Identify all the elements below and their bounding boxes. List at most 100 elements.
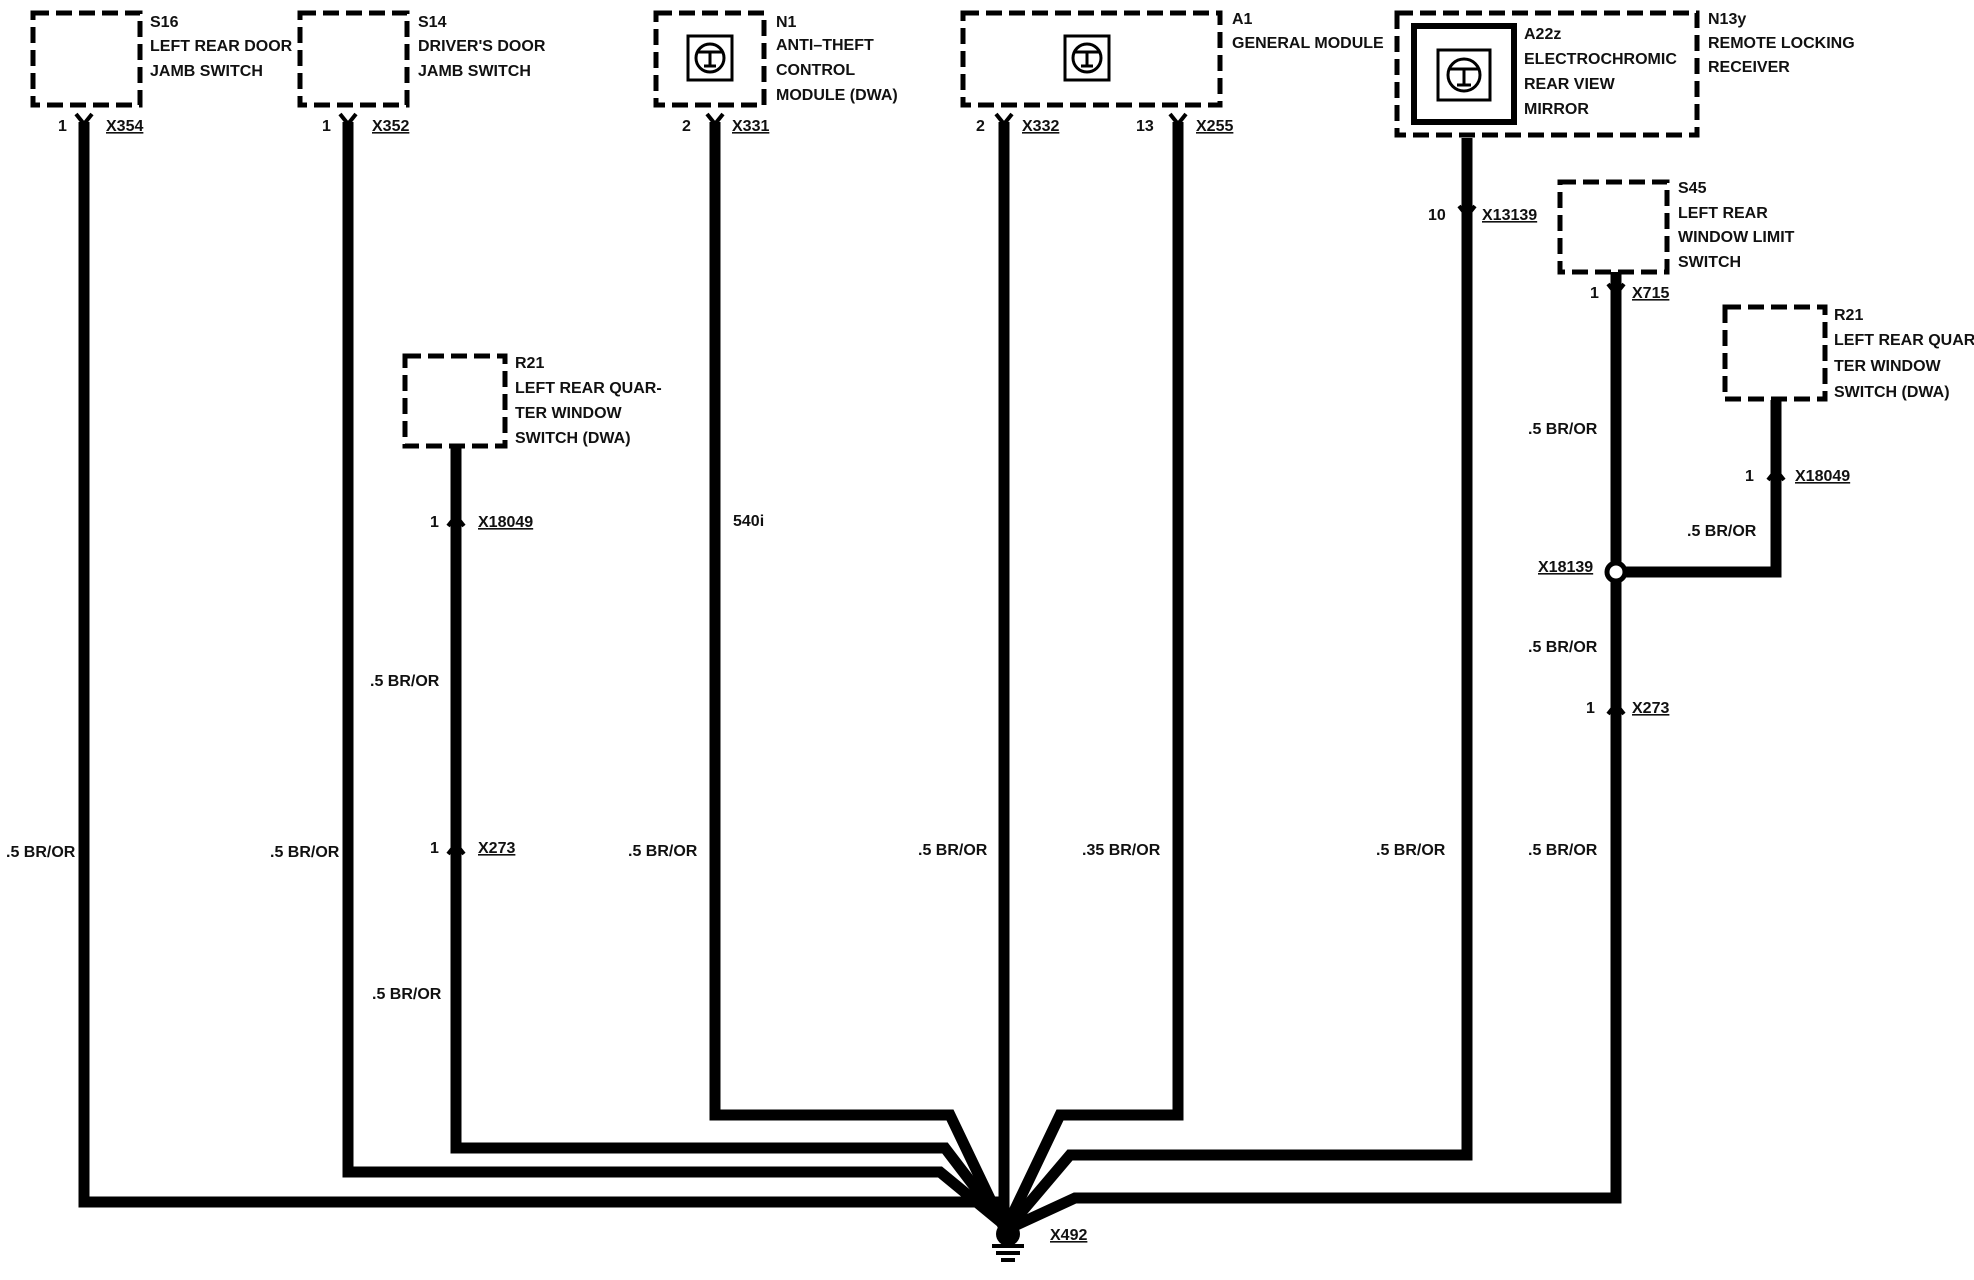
chevron-r21a-x273	[446, 840, 466, 856]
wire-labels: .5 BR/OR .5 BR/OR .5 BR/OR .5 BR/OR 540i…	[6, 421, 1757, 1003]
pin-r21a-top: 1	[430, 514, 439, 531]
conn-s45-x273: X273	[1632, 700, 1669, 717]
wire-label-r21b: .5 BR/OR	[1687, 523, 1757, 540]
wire-label-r21a-mid: .5 BR/OR	[370, 673, 440, 690]
conn-s16: X354	[106, 118, 143, 135]
label-n1-line3: MODULE (DWA)	[776, 87, 898, 104]
label-r21-right-id: R21	[1834, 307, 1863, 324]
chevron-a22	[1457, 204, 1477, 220]
label-s16-id: S16	[150, 14, 179, 31]
label-r21-left-id: R21	[515, 355, 544, 372]
wire-label-n1-note: 540i	[733, 513, 764, 530]
wire-label-s45-low: .5 BR/OR	[1528, 842, 1598, 859]
box-s45	[1557, 179, 1670, 275]
splice-node	[1604, 560, 1628, 584]
chevron-r21a-top	[446, 512, 466, 528]
component-labels: S16 LEFT REAR DOOR JAMB SWITCH S14 DRIVE…	[150, 11, 1974, 447]
label-n1-line2: CONTROL	[776, 62, 855, 79]
box-s14	[297, 10, 410, 108]
wire-s14	[342, 122, 1012, 1233]
label-s45-line3: SWITCH	[1678, 254, 1741, 271]
conn-s45: X715	[1632, 285, 1669, 302]
pin-a1a: 2	[976, 118, 985, 135]
label-r21-right-line3: SWITCH (DWA)	[1834, 384, 1950, 401]
wire-label-a1b: .35 BR/OR	[1082, 842, 1161, 859]
wire-label-s45-top: .5 BR/OR	[1528, 421, 1598, 438]
pin-s14: 1	[322, 118, 331, 135]
wire-n1	[709, 122, 1009, 1231]
label-r21-right-line1: LEFT REAR QUAR-	[1834, 332, 1974, 349]
wire-label-s14: .5 BR/OR	[270, 844, 340, 861]
conn-s14: X352	[372, 118, 409, 135]
pin-s45-x273: 1	[1586, 700, 1595, 717]
label-n1-line1: ANTI–THEFT	[776, 37, 874, 54]
conn-r21a-x273: X273	[478, 840, 515, 857]
conn-splice: X18139	[1538, 559, 1593, 576]
chevron-s14	[338, 112, 358, 128]
label-s14-line2: JAMB SWITCH	[418, 63, 531, 80]
wire-label-a22: .5 BR/OR	[1376, 842, 1446, 859]
wires	[78, 122, 1782, 1233]
pin-n1: 2	[682, 118, 691, 135]
conn-r21a-top: X18049	[478, 514, 533, 531]
module-icon-n1	[686, 34, 734, 82]
label-s45-line1: LEFT REAR	[1678, 205, 1768, 222]
pin-r21a-x273: 1	[430, 840, 439, 857]
chevron-a1a	[994, 112, 1014, 128]
label-s14-line1: DRIVER'S DOOR	[418, 38, 546, 55]
label-s14-id: S14	[418, 14, 447, 31]
wire-label-a1a: .5 BR/OR	[918, 842, 988, 859]
chevron-s16	[74, 112, 94, 128]
box-n1	[653, 10, 767, 108]
label-r21-left-line1: LEFT REAR QUAR-	[515, 380, 662, 397]
conn-n1: X331	[732, 118, 769, 135]
connector-labels: X354 X352 X331 X332 X255 X13139 X715 X18…	[106, 118, 1850, 1244]
wire-s16	[78, 122, 1016, 1230]
label-a22z-id: A22z	[1524, 26, 1561, 43]
wire-s45	[1007, 272, 1622, 1233]
label-s16-line2: JAMB SWITCH	[150, 63, 263, 80]
chevron-s45	[1606, 282, 1626, 298]
label-n1-id: N1	[776, 14, 797, 31]
ground-icon	[992, 1222, 1024, 1262]
label-a22z-line3: MIRROR	[1524, 101, 1589, 118]
component-boxes	[30, 10, 1828, 449]
conn-r21b: X18049	[1795, 468, 1850, 485]
label-a1-line1: GENERAL MODULE	[1232, 35, 1384, 52]
module-icon-a1	[1063, 34, 1111, 82]
label-n13y-line1: REMOTE LOCKING	[1708, 35, 1855, 52]
pin-a22: 10	[1428, 207, 1446, 224]
wire-label-s16: .5 BR/OR	[6, 844, 76, 861]
conn-a1b: X255	[1196, 118, 1233, 135]
wire-label-n1: .5 BR/OR	[628, 843, 698, 860]
label-n13y-id: N13y	[1708, 11, 1746, 28]
module-icons	[686, 23, 1517, 125]
label-a22z-line1: ELECTROCHROMIC	[1524, 51, 1677, 68]
module-icon-a22z	[1411, 23, 1517, 125]
label-s45-line2: WINDOW LIMIT	[1678, 229, 1795, 246]
pin-s45: 1	[1590, 285, 1599, 302]
chevron-r21b	[1766, 466, 1786, 482]
label-a1-id: A1	[1232, 11, 1253, 28]
label-n13y-line2: RECEIVER	[1708, 59, 1790, 76]
pin-a1b: 13	[1136, 118, 1154, 135]
pin-s16: 1	[58, 118, 67, 135]
conn-a1a: X332	[1022, 118, 1059, 135]
wire-label-s45-mid: .5 BR/OR	[1528, 639, 1598, 656]
label-r21-right-line2: TER WINDOW	[1834, 358, 1942, 375]
wire-r21-right	[1616, 400, 1782, 578]
pin-r21b: 1	[1745, 468, 1754, 485]
box-r21-right	[1722, 304, 1828, 402]
label-s16-line1: LEFT REAR DOOR	[150, 38, 293, 55]
wire-a22z	[1003, 138, 1473, 1232]
box-s16	[30, 10, 143, 108]
wire-r21-left	[450, 448, 1011, 1232]
conn-ground: X492	[1050, 1227, 1087, 1244]
chevron-n1	[705, 112, 725, 128]
pin-numbers: 1 1 2 2 13 10 1 1 1 1 1	[58, 118, 1754, 857]
chevron-s45-x273	[1606, 700, 1626, 716]
label-r21-left-line3: SWITCH (DWA)	[515, 430, 631, 447]
wire-a1-pin13	[1001, 122, 1184, 1231]
label-s45-id: S45	[1678, 180, 1707, 197]
